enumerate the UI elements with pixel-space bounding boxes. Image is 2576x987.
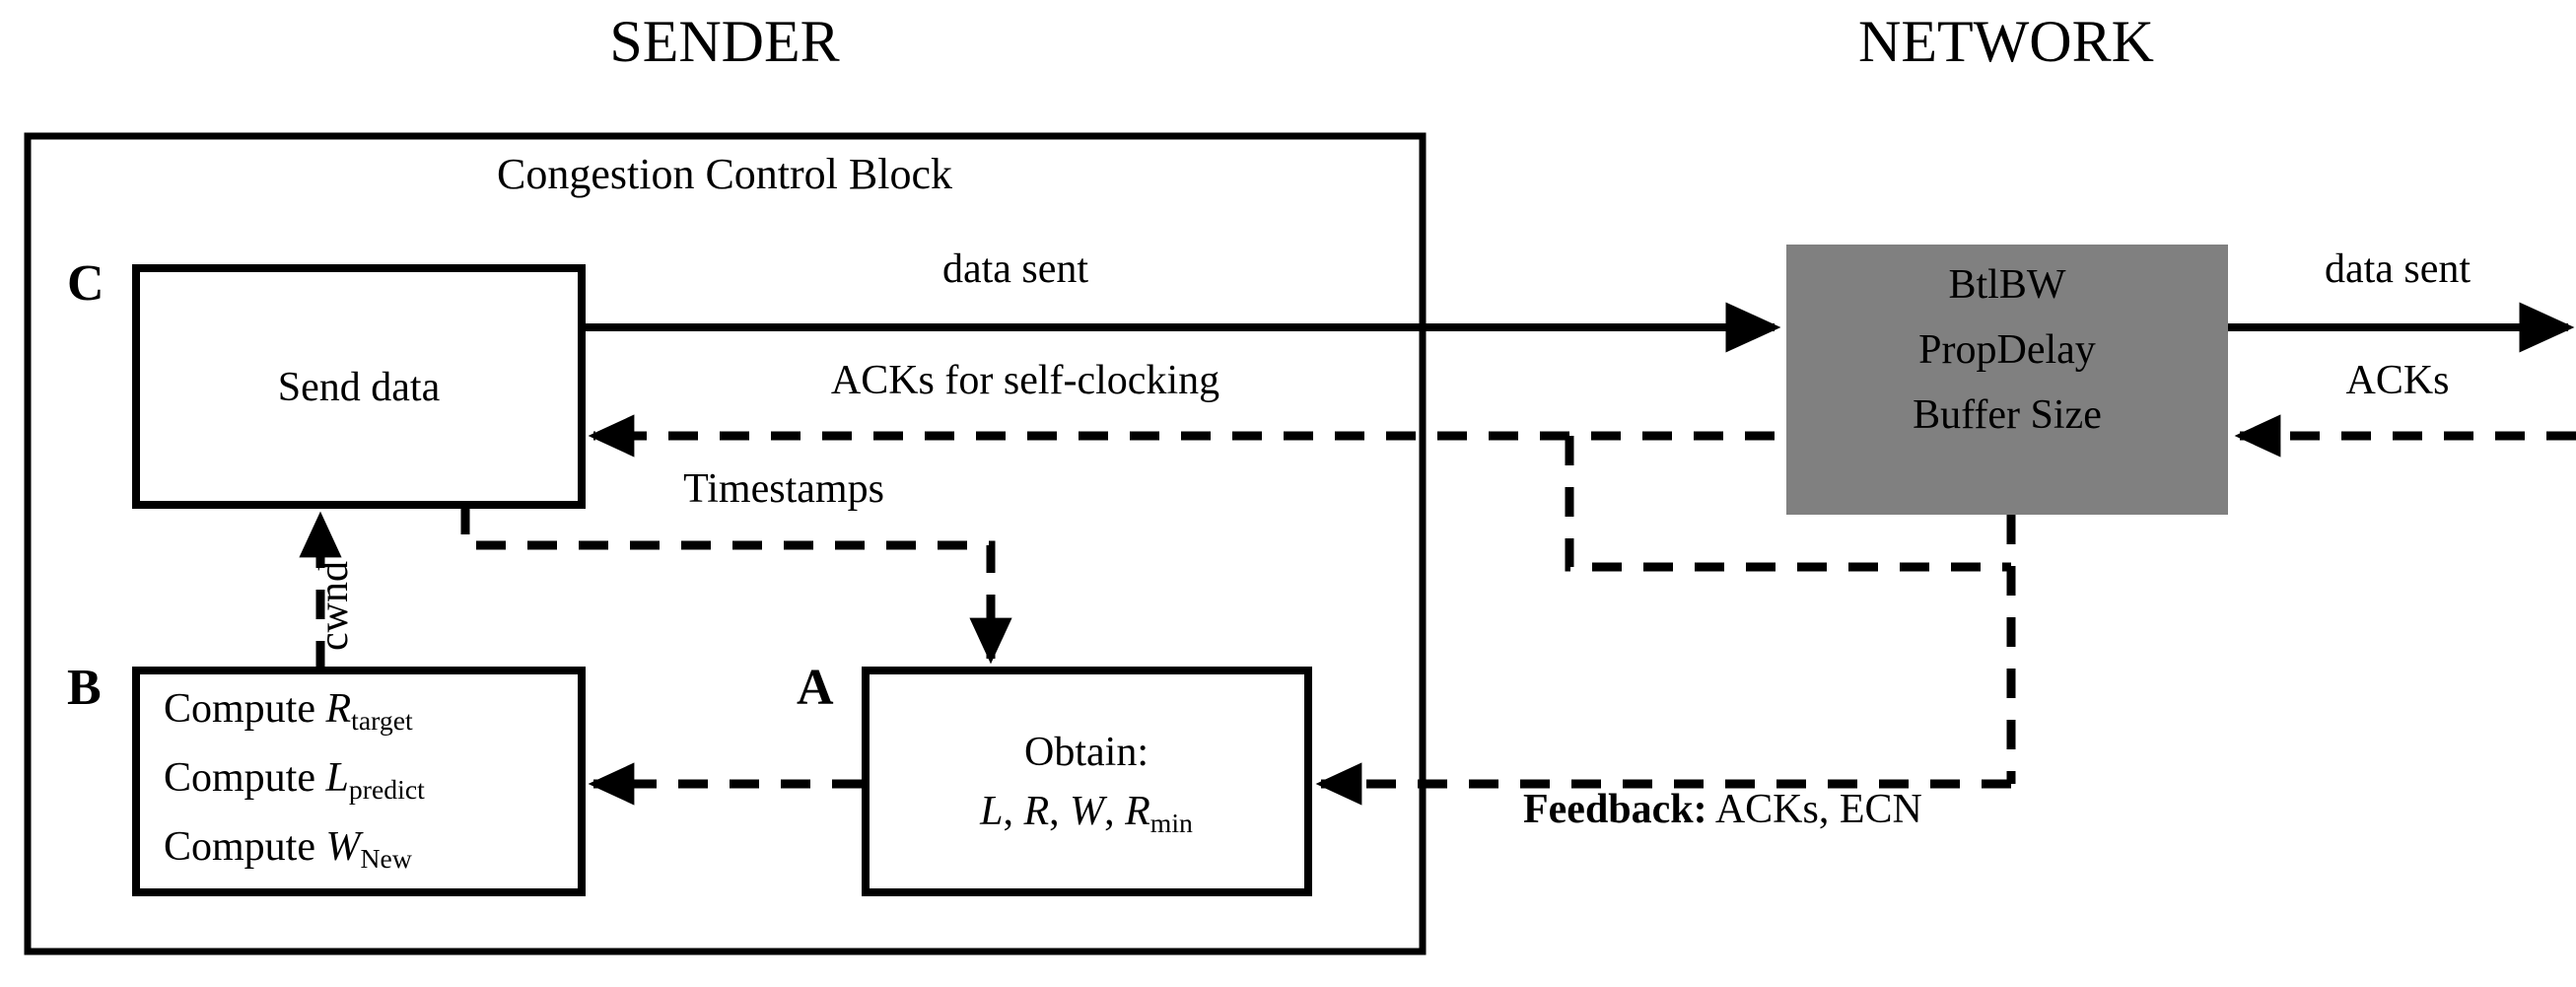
obtain-box <box>862 667 1312 896</box>
edge-label-feedback: Feedback: ACKs, ECN <box>1523 789 1922 830</box>
obtain-var-w: W <box>1070 789 1105 834</box>
obtain-sep-2: , <box>1049 789 1071 834</box>
compute-box <box>132 667 586 896</box>
obtain-sep-3: , <box>1104 789 1126 834</box>
edge-label-timestamps: Timestamps <box>683 466 884 512</box>
congestion-control-block-caption: Congestion Control Block <box>497 150 952 198</box>
compute-line-1: Compute Rtarget <box>164 688 413 734</box>
compute-line-1-prefix: Compute <box>164 686 326 732</box>
compute-line-2-sub: predict <box>348 773 425 805</box>
edge-label-data-sent-left: data sent <box>941 247 1089 292</box>
network-buffersize-label: Buffer Size <box>1913 392 2102 438</box>
compute-line-3-var: W <box>325 824 361 870</box>
obtain-var-rmin-sub: min <box>1149 807 1193 838</box>
edge-label-feedback-rest: ACKs, ECN <box>1706 787 1922 832</box>
send-data-label: Send data <box>277 365 441 410</box>
network-btlbw-label: BtlBW <box>1948 262 2066 308</box>
block-tag-a: A <box>797 660 834 716</box>
block-tag-c: C <box>67 255 104 312</box>
obtain-sep-1: , <box>1003 789 1024 834</box>
page-title-sender: SENDER <box>609 9 840 74</box>
obtain-vars: L, R, W, Rmin <box>980 791 1193 836</box>
compute-line-3-sub: New <box>360 842 412 874</box>
compute-line-2-prefix: Compute <box>164 755 326 801</box>
edge-label-acks-right: ACKs <box>2345 358 2450 403</box>
page-title-network: NETWORK <box>1858 9 2154 74</box>
compute-line-3: Compute WNew <box>164 826 412 872</box>
compute-line-1-sub: target <box>351 704 413 736</box>
obtain-var-l: L <box>980 789 1004 834</box>
obtain-var-r: R <box>1023 789 1050 834</box>
network-propdelay-label: PropDelay <box>1918 327 2096 373</box>
compute-line-2: Compute Lpredict <box>164 757 425 803</box>
compute-line-1-var: R <box>325 686 352 732</box>
edge-label-feedback-prefix: Feedback: <box>1523 787 1707 832</box>
obtain-label: Obtain: <box>1024 730 1149 775</box>
edge-label-acks-self-clocking: ACKs for self-clocking <box>830 358 1220 403</box>
edge-label-cwnd: cwnd <box>312 561 357 651</box>
edge-acks-self-clocking-riser <box>1565 436 2011 572</box>
block-tag-b: B <box>67 660 102 716</box>
send-data-box <box>132 264 586 509</box>
network-block-box <box>1786 245 2228 515</box>
obtain-var-rmin: R <box>1125 789 1150 834</box>
edge-timestamps <box>460 505 1012 665</box>
compute-line-3-prefix: Compute <box>164 824 326 870</box>
edge-label-data-sent-right: data sent <box>2324 247 2472 292</box>
compute-line-2-var: L <box>325 755 349 801</box>
